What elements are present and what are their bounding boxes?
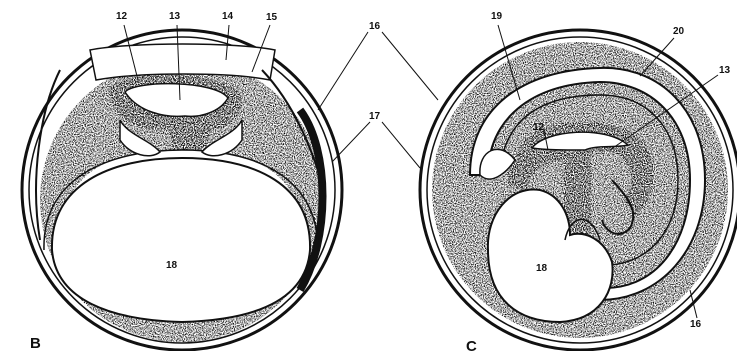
label-17: 17: [369, 111, 381, 122]
label-16: 16: [369, 21, 381, 32]
panel-c-letter: C: [466, 338, 477, 351]
leader-17-c: [382, 122, 420, 168]
label-c-16: 16: [690, 319, 702, 330]
label-b-12: 12: [116, 11, 128, 22]
label-c-20: 20: [673, 26, 685, 37]
label-c-13: 13: [719, 65, 731, 76]
label-c-19: 19: [491, 11, 503, 22]
leader-17-b: [332, 122, 370, 162]
panel-b: [22, 30, 342, 350]
label-b-13: 13: [169, 11, 181, 22]
label-c-18: 18: [536, 263, 548, 274]
leader-16-b: [318, 32, 368, 110]
label-b-14: 14: [222, 11, 234, 22]
panel-b-yolk-sac: [52, 158, 310, 322]
label-b-15: 15: [266, 12, 278, 23]
panel-b-letter: B: [30, 335, 41, 351]
label-b-18: 18: [166, 260, 178, 271]
panel-c: [420, 30, 737, 350]
label-c-12: 12: [533, 122, 545, 133]
leader-16-c: [382, 32, 438, 100]
panel-b-top-opening: [90, 44, 275, 80]
